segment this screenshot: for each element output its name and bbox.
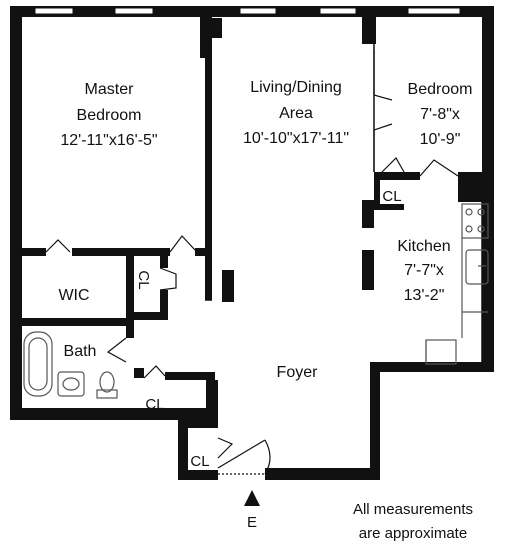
toilet-icon: [96, 371, 118, 399]
window-living-2: [319, 7, 357, 15]
fixtures: [23, 203, 489, 399]
living-dining-name-2: Area: [279, 105, 313, 122]
bedroom-size-1: 7'-8"x: [420, 106, 460, 123]
door-bedroom-kitchen: [419, 159, 459, 177]
wic-label: WIC: [58, 287, 89, 304]
door-master-hall: [169, 235, 196, 253]
living-dining-size: 10'-10"x17'-11": [243, 130, 349, 147]
living-dining-name-1: Living/Dining: [250, 79, 342, 96]
note-line-1: All measurements: [353, 501, 473, 518]
bath-label: Bath: [64, 343, 97, 360]
entrance-marker: E: [244, 490, 260, 531]
closet-label-middle: CL: [135, 270, 152, 289]
sink-icon: [57, 371, 85, 397]
closet-label-lower: CL: [145, 396, 164, 413]
bedroom-name: Bedroom: [408, 81, 473, 98]
kitchen-sink-icon: [465, 249, 489, 285]
window-living-1: [239, 7, 277, 15]
kitchen-size-1: 7'-7"x: [404, 262, 444, 279]
door-cl-bedroom: [381, 157, 405, 173]
master-bedroom-name-2: Bedroom: [77, 107, 142, 124]
door-master-wic: [45, 239, 71, 253]
window-bedroom: [407, 7, 461, 15]
measurement-note: All measurements are approximate: [353, 501, 473, 542]
door-bedroom-upper: [373, 50, 393, 101]
door-cl-middle: [159, 267, 177, 291]
kitchen-name: Kitchen: [397, 238, 450, 255]
room-labels: Master Bedroom 12'-11"x16'-5" Living/Din…: [58, 79, 472, 470]
door-bedroom-lower: [373, 123, 393, 172]
entrance-arrow-icon: [244, 490, 260, 506]
master-bedroom-name-1: Master: [85, 81, 135, 98]
master-bedroom-size: 12'-11"x16'-5": [60, 132, 157, 149]
closet-label-bedroom: CL: [382, 188, 401, 205]
windows: [34, 7, 461, 15]
door-cl-lower: [143, 365, 166, 379]
bathtub-icon: [23, 331, 53, 397]
doors: [45, 50, 459, 475]
stove-icon: [461, 203, 489, 239]
fridge-icon: [425, 339, 457, 365]
bedroom-size-2: 10'-9": [420, 131, 461, 148]
foyer-label: Foyer: [277, 364, 319, 381]
closet-label-bottom: CL: [190, 453, 209, 470]
entrance-label: E: [247, 514, 257, 531]
kitchen-size-2: 13'-2": [404, 287, 445, 304]
door-cl-bottom: [217, 437, 234, 459]
walls: [10, 6, 494, 480]
window-master-1: [34, 7, 74, 15]
door-entrance: [217, 439, 266, 469]
door-bath: [106, 337, 127, 363]
note-line-2: are approximate: [359, 525, 467, 542]
window-master-2: [114, 7, 154, 15]
